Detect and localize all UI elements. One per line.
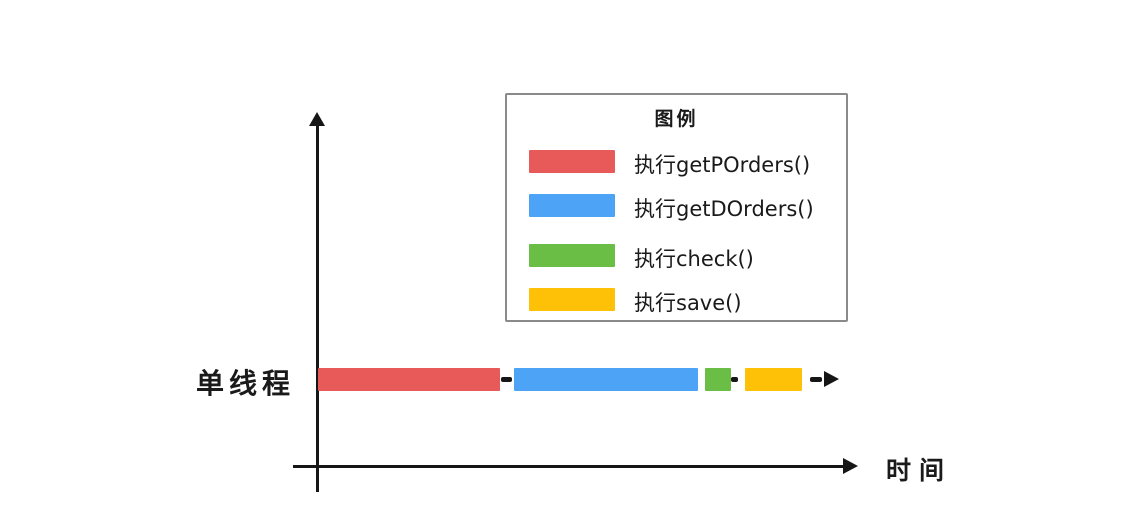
legend-swatch-getPOrders	[529, 150, 615, 173]
bar-getDOrders	[514, 368, 698, 391]
legend-box: 图例 执行getPOrders() 执行getDOrders() 执行check…	[505, 93, 848, 322]
bar-getPOrders	[318, 368, 500, 391]
x-axis-arrow-icon	[843, 458, 858, 474]
legend-label-getPOrders: 执行getPOrders()	[634, 153, 811, 177]
legend-swatch-check	[529, 244, 615, 267]
legend-row-check: 执行check()	[507, 244, 846, 271]
legend-label-save: 执行save()	[634, 291, 742, 315]
legend-row-getDOrders: 执行getDOrders()	[507, 194, 846, 221]
legend-label-check: 执行check()	[634, 247, 754, 271]
legend-row-save: 执行save()	[507, 288, 846, 315]
connector-dash	[731, 377, 738, 382]
bar-save	[745, 368, 802, 391]
timeline-end-dash	[810, 377, 822, 382]
x-axis-line	[293, 465, 845, 468]
bar-check	[705, 368, 731, 391]
connector-dash	[501, 377, 512, 382]
legend-label-getDOrders: 执行getDOrders()	[634, 197, 814, 221]
timeline-end-arrow-icon	[824, 371, 839, 387]
x-axis-label: 时间	[886, 456, 953, 485]
legend-row-getPOrders: 执行getPOrders()	[507, 150, 846, 177]
thread-label: 单线程	[196, 367, 296, 400]
y-axis-arrow-icon	[309, 112, 325, 126]
legend-swatch-getDOrders	[529, 194, 615, 217]
legend-title: 图例	[654, 108, 699, 130]
y-axis-line	[316, 122, 319, 492]
legend-swatch-save	[529, 288, 615, 311]
